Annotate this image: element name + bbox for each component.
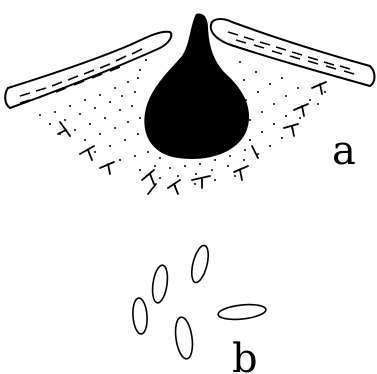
panel-label-b: b [232,336,258,374]
spore-icon [189,244,212,284]
right-host-layer [211,19,375,86]
left-host-layer [5,32,171,108]
panel-b: b [132,244,267,374]
panel-label-a: a [332,128,356,174]
spore-icon [150,264,169,304]
spore-icon [217,303,266,322]
fruiting-body-icon [144,14,249,159]
spore-icon [132,298,148,335]
panel-a: a [5,14,374,194]
spore-icon [173,316,195,360]
